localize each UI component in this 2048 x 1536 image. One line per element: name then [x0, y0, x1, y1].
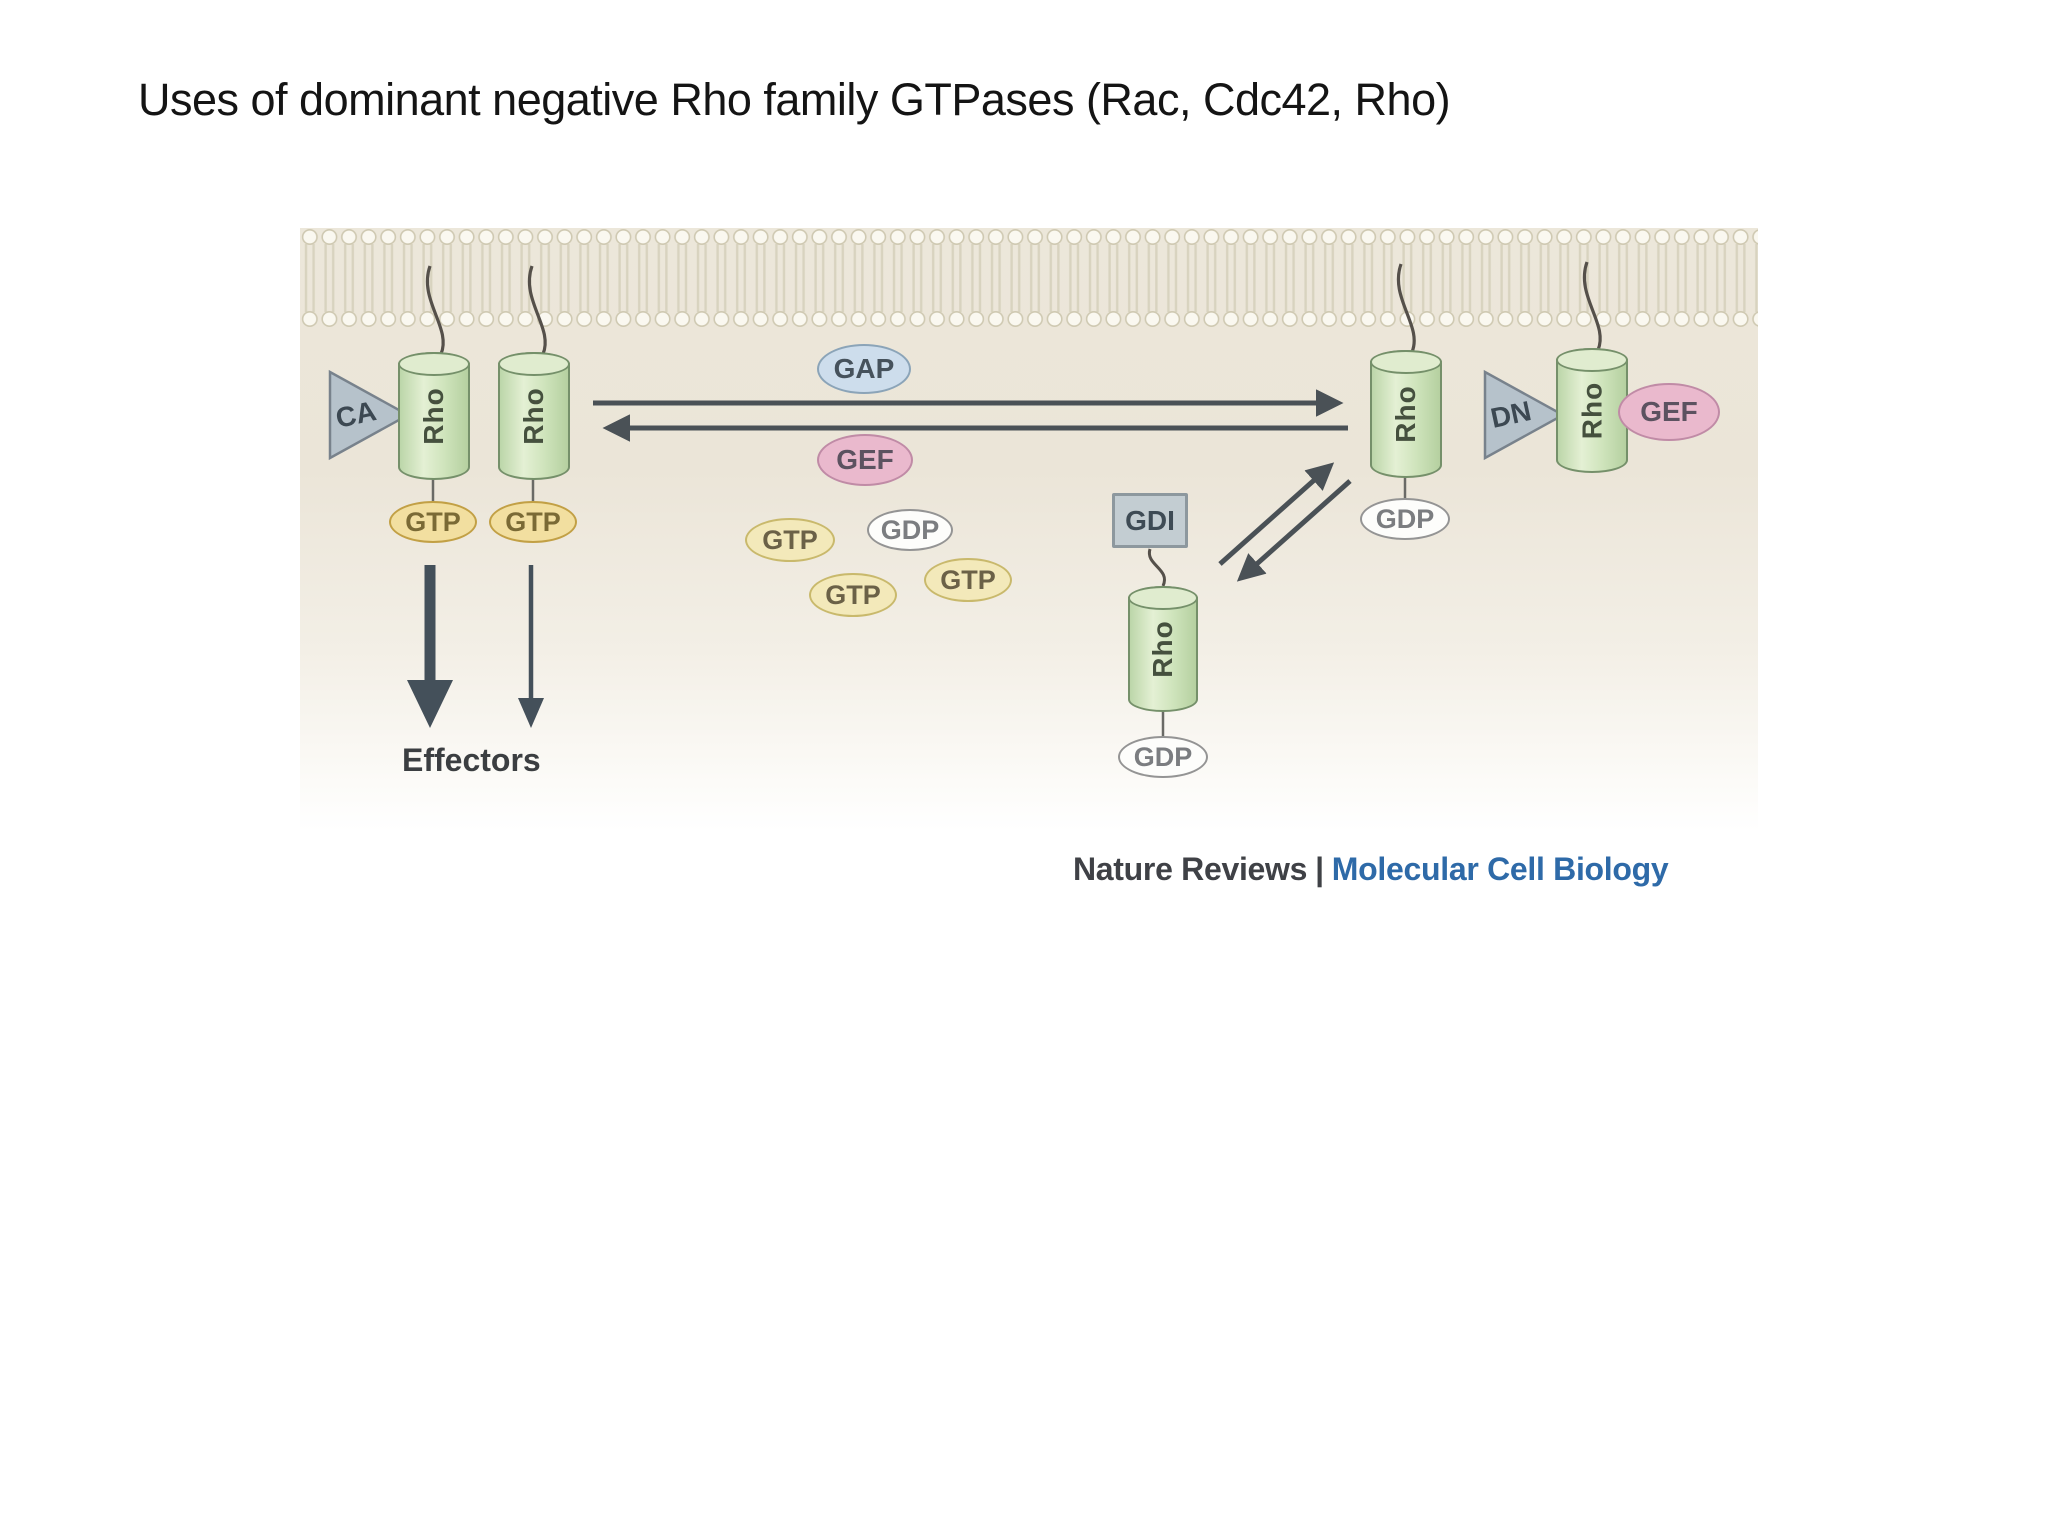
ca-triangle: [328, 369, 411, 461]
nucleotide-connectors: [431, 475, 1407, 737]
cylinder-cap: [497, 351, 570, 376]
membrane-shuttle-arrows: [1218, 462, 1352, 582]
cylinder-cap: [1369, 349, 1442, 374]
gdi-box: GDI: [1112, 493, 1188, 548]
effector-arrows: [407, 565, 544, 728]
cylinder-cap: [1127, 585, 1198, 610]
gdp-oval-cytosol: GDP: [1118, 736, 1208, 778]
membrane-bilayer: [300, 228, 1758, 328]
gdp-oval-bound: GDP: [1360, 498, 1450, 540]
dn-triangle: [1483, 369, 1566, 461]
gtp-oval-bound: GTP: [489, 501, 577, 543]
rho-label: Rho: [518, 387, 549, 445]
gtp-oval-free: GTP: [924, 558, 1012, 602]
rho-cylinder-gdp-membrane: Rho: [1369, 349, 1442, 478]
rho-cylinder-cytosol: Rho: [1127, 585, 1198, 712]
cylinder-cap: [1555, 347, 1628, 372]
cylinder-cap: [397, 351, 470, 376]
gef-oval-dn: GEF: [1618, 383, 1720, 441]
effectors-label: Effectors: [402, 742, 541, 778]
gef-oval: GEF: [817, 434, 913, 486]
gtp-oval-free: GTP: [745, 518, 835, 562]
caption-journal: Molecular Cell Biology: [1331, 851, 1669, 887]
gtpase-cycle-arrows: [593, 389, 1348, 442]
diagram-panel: CA DN Rho Rho Rho Rho Rho GAP GEF GEF GD…: [300, 228, 1758, 832]
rho-label: Rho: [1147, 620, 1178, 678]
gap-oval: GAP: [817, 344, 911, 394]
journal-caption: Nature Reviews|Molecular Cell Biology: [1073, 851, 1669, 888]
slide-title: Uses of dominant negative Rho family GTP…: [138, 74, 1451, 125]
gdi-rho-link-squiggle: [1147, 548, 1167, 587]
caption-divider: |: [1315, 851, 1324, 887]
rho-cylinder-dn: Rho: [1555, 347, 1628, 473]
rho-cylinder-ca: Rho: [397, 351, 470, 480]
diagram-graphics: [300, 228, 1758, 737]
gtp-oval-free: GTP: [809, 573, 897, 617]
rho-label: Rho: [1390, 385, 1421, 443]
gtp-oval-bound: GTP: [389, 501, 477, 543]
rho-cylinder-gtp: Rho: [497, 351, 570, 480]
gdp-oval-free: GDP: [867, 509, 953, 551]
lipid-anchor-squiggles: [425, 261, 1602, 355]
caption-source: Nature Reviews: [1073, 851, 1308, 887]
